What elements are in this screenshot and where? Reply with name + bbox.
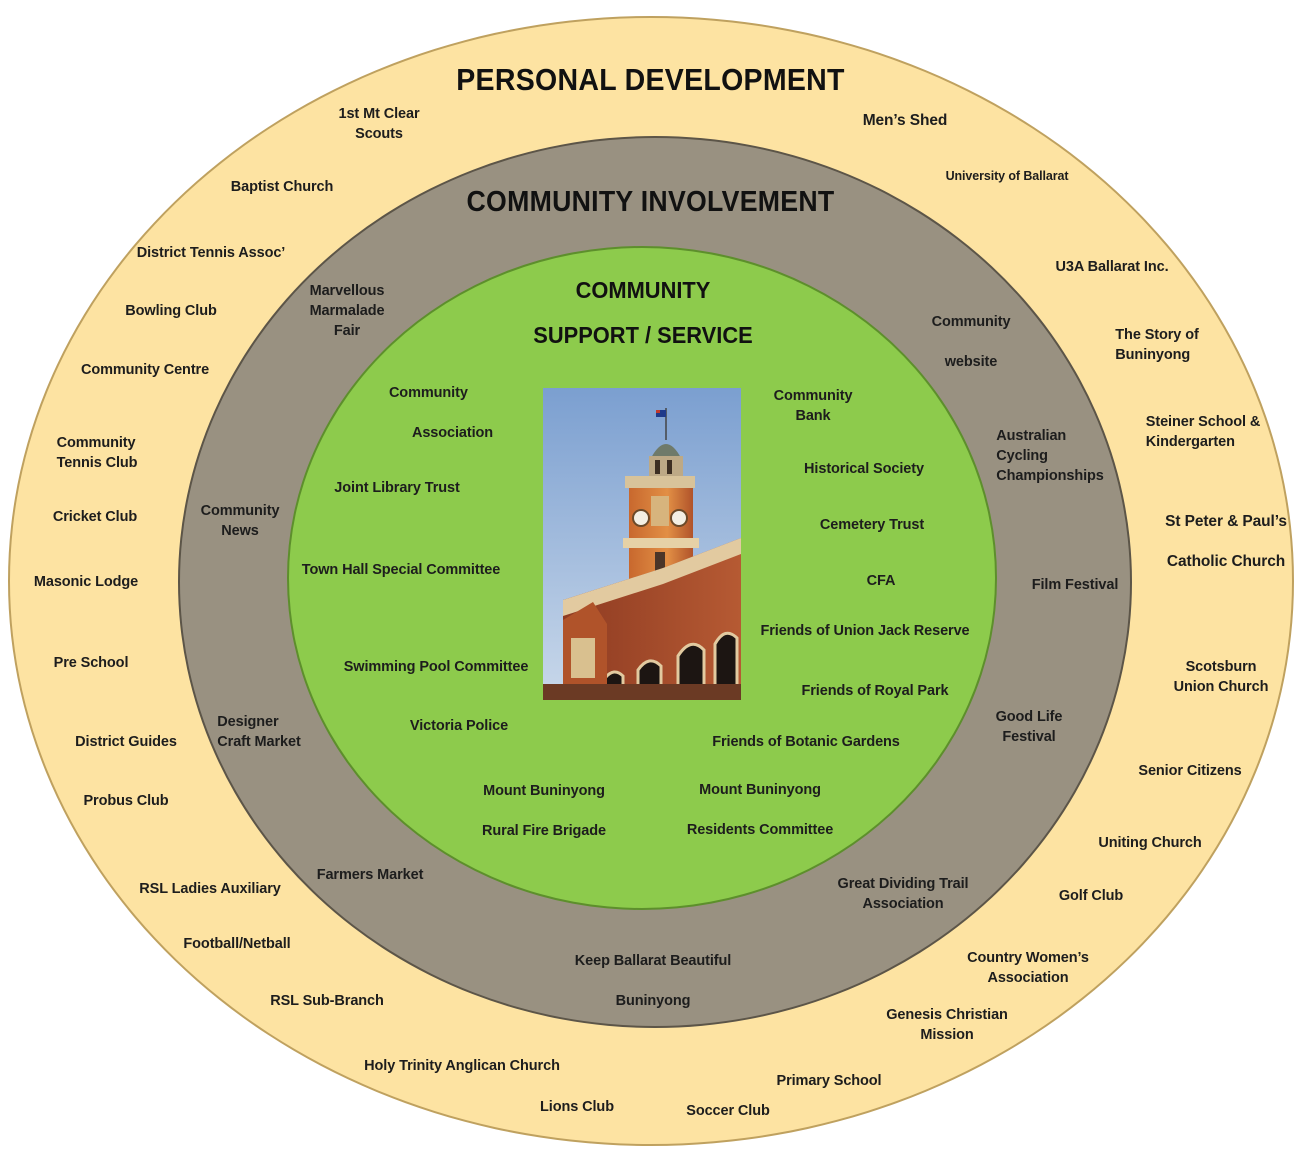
label-golf-club: Golf Club [1058,888,1124,904]
label-probus-club: Probus Club [83,793,169,809]
personal-development-title: PERSONAL DEVELOPMENT [456,62,845,97]
label-community-tennis: Community Tennis Club [56,435,138,471]
label-community-news: Community News [200,503,280,539]
label-cricket-club: Cricket Club [52,509,138,525]
label-soccer-club: Soccer Club [686,1103,770,1119]
label-rsl-ladies: RSL Ladies Auxiliary [139,881,281,897]
label-baptist-church: Baptist Church [230,179,334,195]
label-scotsburn: Scotsburn Union Church [1173,659,1269,695]
label-swimming-pool: Swimming Pool Committee [343,659,529,675]
label-residents-committee: Mount Buninyong Residents Committee [686,782,834,838]
label-mens-shed: Men’s Shed [862,112,948,129]
label-u3a: U3A Ballarat Inc. [1055,259,1169,275]
label-designer-craft: Designer Craft Market [217,714,301,750]
label-cycling: Australian Cycling Championships [996,428,1104,484]
label-district-tennis: District Tennis Assoc’ [136,245,286,261]
label-story-buninyong: The Story of Buninyong [1115,327,1199,363]
community-support-title-line2: SUPPORT / SERVICE [533,322,753,348]
label-rural-fire: Mount Buninyong Rural Fire Brigade [482,783,606,839]
label-pre-school: Pre School [53,655,129,671]
label-botanic-gardens: Friends of Botanic Gardens [712,734,900,750]
label-cfa: CFA [866,573,896,589]
label-community-bank: Community Bank [773,388,853,424]
label-community-association: Community Association [388,385,494,441]
label-keep-ballarat: Keep Ballarat Beautiful Buninyong [574,953,732,1009]
label-community-centre: Community Centre [80,362,210,378]
label-district-guides: District Guides [75,734,177,750]
label-royal-park: Friends of Royal Park [801,683,949,699]
label-great-dividing: Great Dividing Trail Association [837,876,969,912]
town-hall-photo [543,388,741,700]
label-union-jack: Friends of Union Jack Reserve [760,623,970,639]
label-masonic-lodge: Masonic Lodge [33,574,139,590]
label-cemetery-trust: Cemetery Trust [819,517,925,533]
label-town-hall: Town Hall Special Committee [301,562,501,578]
label-holy-trinity: Holy Trinity Anglican Church [364,1058,560,1074]
label-university-ballarat: University of Ballarat [945,169,1069,183]
label-victoria-police: Victoria Police [409,718,509,734]
label-genesis: Genesis Christian Mission [886,1007,1008,1043]
label-marmalade-fair: Marvellous Marmalade Fair [309,283,385,339]
label-community-website: Community website [931,314,1011,370]
label-film-festival: Film Festival [1031,577,1119,593]
label-st-peter-paul: St Peter & Paul’s Catholic Church [1165,513,1287,570]
label-uniting-church: Uniting Church [1098,835,1202,851]
label-joint-library: Joint Library Trust [334,480,460,496]
label-football-netball: Football/Netball [183,936,291,952]
label-good-life: Good Life Festival [995,709,1063,745]
label-lions-club: Lions Club [540,1099,614,1115]
label-senior-citizens: Senior Citizens [1138,763,1242,779]
label-farmers-market: Farmers Market [316,867,424,883]
label-country-women: Country Women’s Association [967,950,1089,986]
label-scouts: 1st Mt Clear Scouts [338,106,420,142]
label-steiner-school: Steiner School & Kindergarten [1145,414,1261,450]
label-primary-school: Primary School [776,1073,882,1089]
label-bowling-club: Bowling Club [125,303,217,319]
community-involvement-title: COMMUNITY INVOLVEMENT [466,186,835,218]
label-rsl-sub-branch: RSL Sub-Branch [270,993,384,1009]
community-support-title-line1: COMMUNITY [575,277,711,303]
label-historical-society: Historical Society [804,461,924,477]
